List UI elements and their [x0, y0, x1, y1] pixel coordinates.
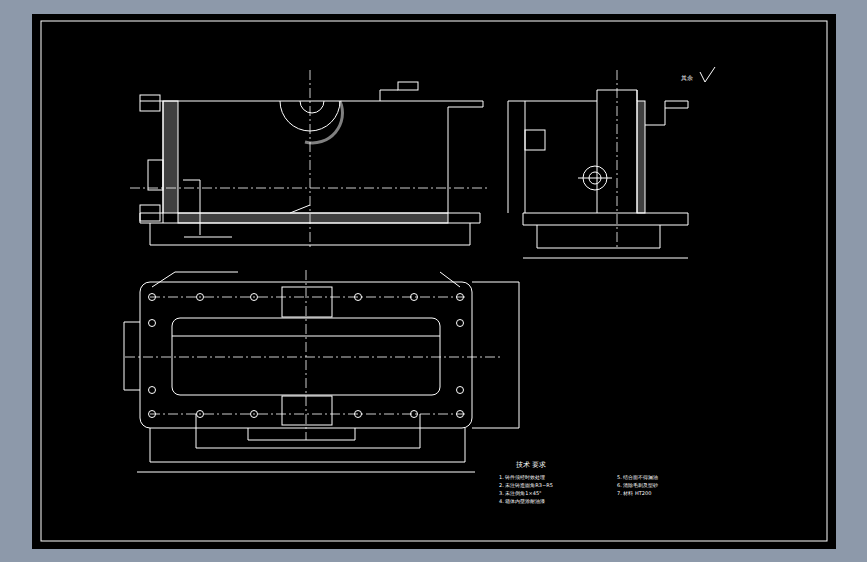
front-view: [140, 82, 483, 245]
technical-note: 4. 箱体内壁涂耐油漆: [498, 499, 546, 504]
technical-note: 3. 未注倒角1×45°: [498, 491, 543, 496]
technical-note: 1. 铸件须经时效处理: [498, 475, 546, 480]
requirements-heading: 技术 要求: [515, 462, 547, 469]
top-view: [124, 282, 519, 472]
technical-note: 2. 未注铸造圆角R3~R5: [498, 483, 554, 488]
technical-note: 7. 材料 HT200: [616, 491, 652, 496]
roughness-note: 其余: [680, 75, 694, 81]
technical-note: 6. 清除毛刺及型砂: [616, 483, 659, 488]
technical-note: 5. 结合面不得漏油: [616, 475, 659, 480]
side-view: [508, 90, 688, 258]
